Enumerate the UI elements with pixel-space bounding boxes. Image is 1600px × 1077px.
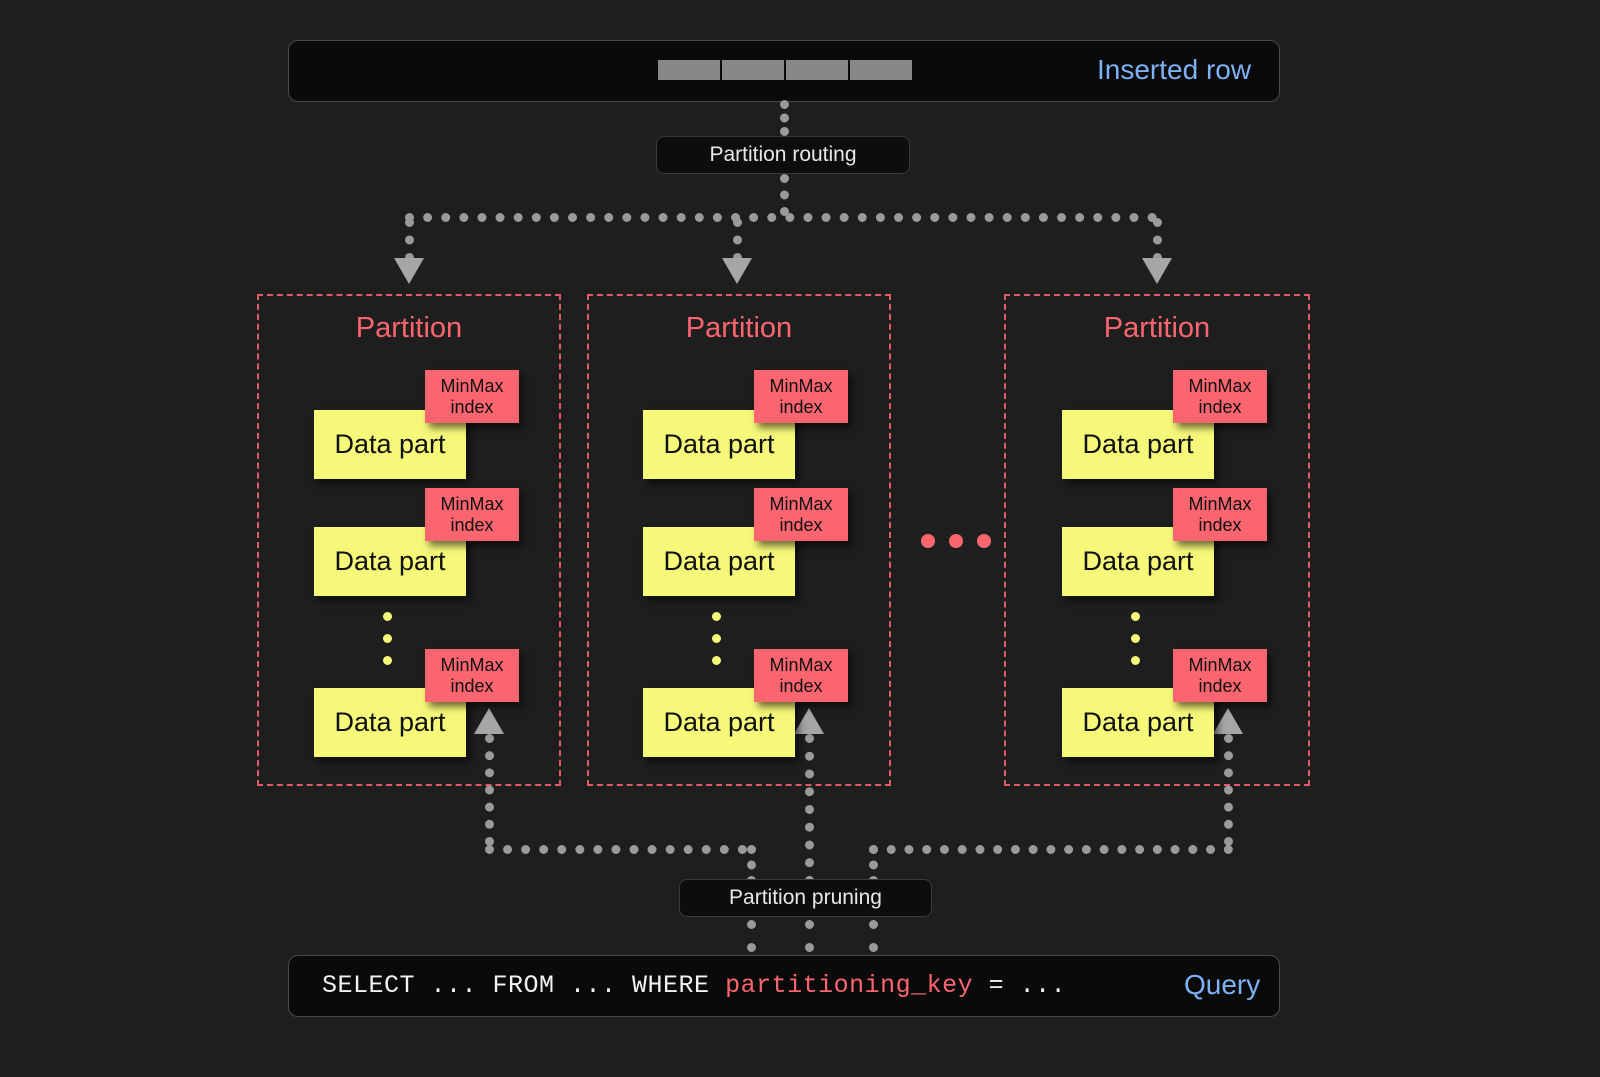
connector-bus-left-down: [747, 845, 756, 885]
row-cell: [850, 60, 912, 80]
data-part-label: Data part: [1082, 546, 1194, 576]
row-cell: [722, 60, 784, 80]
query-panel: [288, 955, 1280, 1017]
partition-title-3: Partition: [1103, 312, 1211, 344]
arrow-up-partition-1: [474, 708, 504, 734]
partition-box-1[interactable]: Partition: [257, 294, 561, 786]
connector-query-to-pruning-right: [869, 920, 878, 952]
connector-pruning-to-partition-3: [1224, 734, 1233, 846]
connector-bus-to-partition-2: [733, 218, 742, 262]
arrow-down-partition-3: [1142, 258, 1172, 284]
data-part-label: Data part: [663, 707, 775, 737]
query-text-after: = ...: [973, 971, 1067, 1000]
connector-query-to-pruning-left: [747, 920, 756, 952]
vertical-ellipsis-3: [1131, 612, 1140, 678]
data-part-box[interactable]: Data part: [314, 410, 466, 479]
connector-routing-to-bus: [780, 174, 789, 216]
inserted-row-panel: [288, 40, 1280, 102]
query-text: SELECT ... FROM ... WHERE partitioning_k…: [322, 971, 1066, 1000]
row-cell: [786, 60, 848, 80]
connector-pruning-to-partition-2: [805, 734, 814, 885]
vertical-ellipsis-2: [712, 612, 721, 678]
data-part-label: Data part: [663, 429, 775, 459]
arrow-down-partition-2: [722, 258, 752, 284]
inserted-row-label: Inserted row: [1097, 54, 1252, 85]
partition-routing-label: Partition routing: [709, 143, 857, 166]
partition-title-2: Partition: [685, 312, 793, 344]
data-part-box[interactable]: Data part: [643, 410, 795, 479]
connector-bus-right-down: [869, 845, 878, 885]
connector-bus-to-partition-1: [405, 218, 414, 262]
data-part-label: Data part: [334, 429, 446, 459]
connector-bus-to-partition-3: [1153, 218, 1162, 262]
partition-pruning-box[interactable]: Partition pruning: [679, 879, 932, 917]
partition-box-2[interactable]: Partition: [587, 294, 891, 786]
arrow-down-partition-1: [394, 258, 424, 284]
data-part-label: Data part: [1082, 707, 1194, 737]
query-label: Query: [1184, 969, 1261, 1000]
arrow-up-partition-3: [1213, 708, 1243, 734]
connector-pruning-bus-left: [485, 845, 747, 854]
connector-query-to-pruning-center: [805, 920, 814, 952]
data-part-label: Data part: [663, 546, 775, 576]
partition-routing-box[interactable]: Partition routing: [656, 136, 910, 174]
data-part-label: Data part: [334, 546, 446, 576]
horizontal-ellipsis: [921, 534, 991, 548]
vertical-ellipsis-1: [383, 612, 392, 678]
data-part-box[interactable]: Data part: [1062, 410, 1214, 479]
inserted-row-cells: [658, 60, 912, 80]
partition-box-3[interactable]: Partition: [1004, 294, 1310, 786]
data-part-label: Data part: [1082, 429, 1194, 459]
arrow-up-partition-2: [794, 708, 824, 734]
connector-routing-bus: [405, 213, 1157, 222]
connector-pruning-to-partition-1: [485, 734, 494, 846]
data-part-box[interactable]: Data part: [643, 527, 795, 596]
partition-pruning-label: Partition pruning: [729, 886, 882, 909]
connector-row-to-routing: [780, 100, 789, 136]
row-cell: [658, 60, 720, 80]
data-part-label: Data part: [334, 707, 446, 737]
connector-pruning-bus-right: [869, 845, 1233, 854]
partition-title-1: Partition: [355, 312, 463, 344]
query-keyword: partitioning_key: [725, 971, 974, 1000]
query-text-before: SELECT ... FROM ... WHERE: [322, 971, 726, 1000]
